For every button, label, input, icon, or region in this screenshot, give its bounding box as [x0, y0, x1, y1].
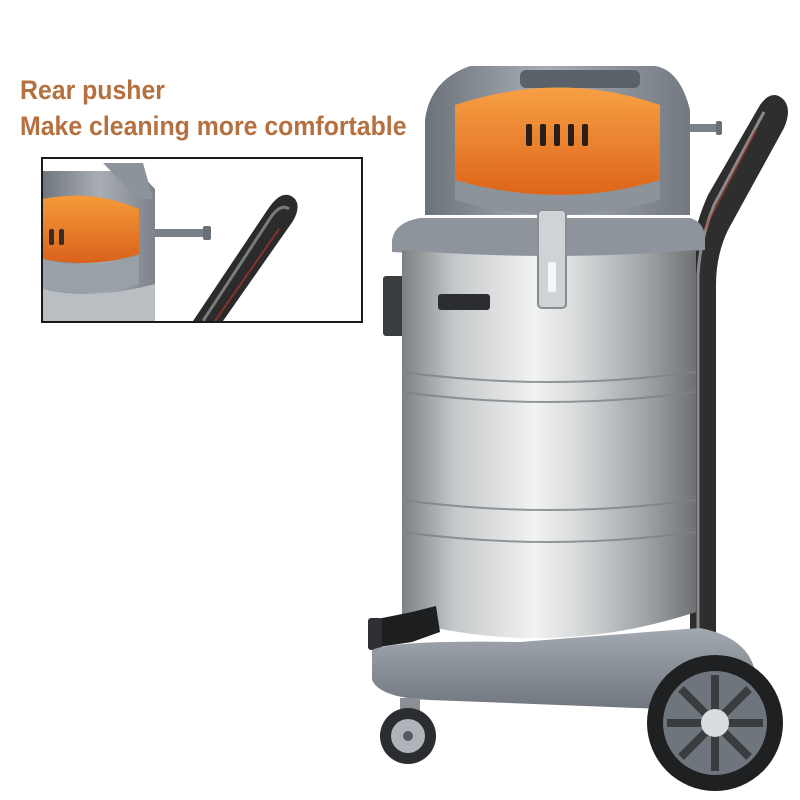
rear-push-handle	[690, 95, 788, 640]
headline-line-1: Rear pusher	[20, 75, 165, 105]
headline: Rear pusher Make cleaning more comfortab…	[20, 72, 407, 144]
front-caster-wheel	[380, 698, 436, 764]
rear-wheel	[647, 655, 783, 791]
side-latch	[383, 276, 405, 336]
detail-inset	[41, 157, 363, 323]
handle-closeup-illustration	[43, 163, 298, 321]
hose-inlet	[368, 606, 440, 650]
stainless-tank	[401, 209, 697, 639]
headline-line-2: Make cleaning more comfortable	[20, 111, 407, 141]
motor-head	[425, 66, 722, 215]
